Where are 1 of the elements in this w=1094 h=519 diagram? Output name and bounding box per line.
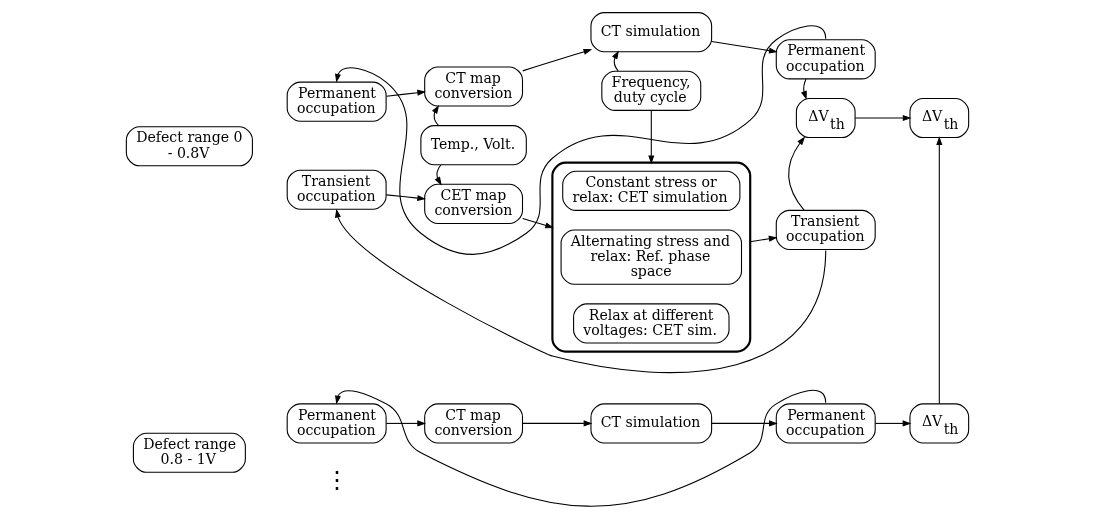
label: ⋮ xyxy=(324,466,349,495)
